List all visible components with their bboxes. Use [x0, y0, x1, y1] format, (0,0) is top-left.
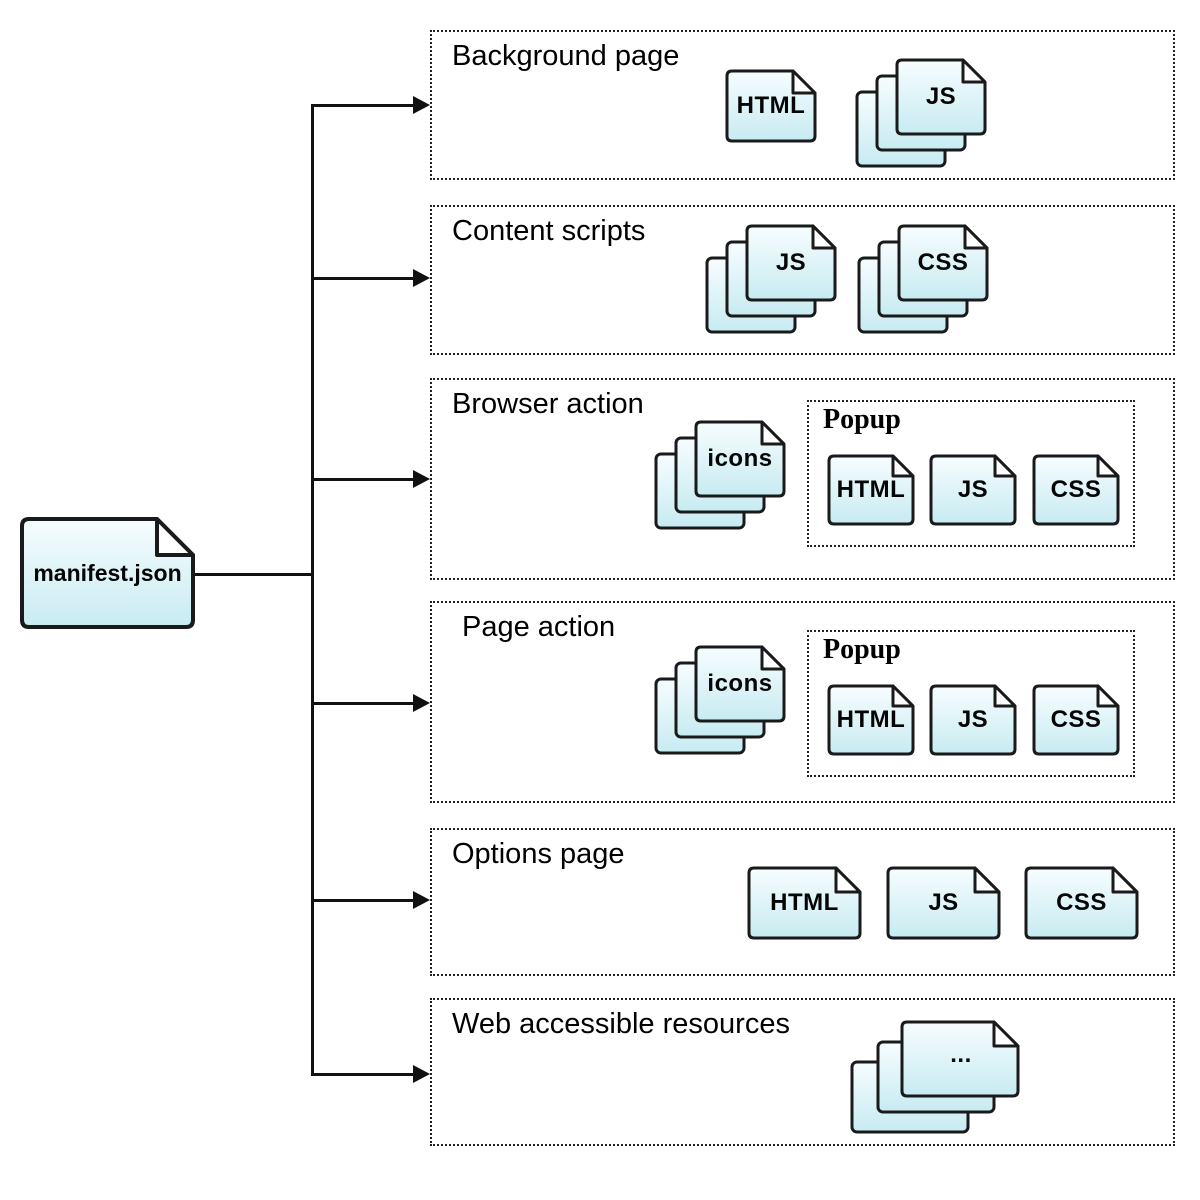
file-label: JS [928, 889, 959, 916]
stack-svg [850, 1020, 1020, 1134]
file-label: JS [775, 249, 807, 276]
branch-line-browser-action [311, 478, 415, 481]
js-file-icon: JS [929, 454, 1017, 526]
manifest-connector-line [195, 573, 313, 576]
section-title: Content scripts [452, 215, 646, 247]
page-svg [725, 69, 817, 143]
file-label: JS [957, 706, 989, 733]
html-file-icon: HTML [827, 684, 915, 756]
js-file-icon: JS [886, 866, 1001, 940]
branch-line-web-accessible [311, 1073, 415, 1076]
stack-svg [857, 224, 989, 334]
manifest-file-icon: manifest.json [20, 517, 195, 629]
manifest-label: manifest.json [33, 559, 182, 586]
section-box-options-page: Options page HTML JS CSS [430, 828, 1175, 976]
arrowhead-icon [413, 269, 430, 287]
branch-line-options [311, 899, 415, 902]
js-files-stack-icon: JS [705, 224, 837, 334]
file-label: HTML [836, 706, 906, 733]
section-title: Browser action [452, 388, 644, 420]
js-files-stack-icon: JS [855, 58, 987, 168]
file-label: HTML [770, 889, 839, 916]
page-svg [827, 684, 915, 756]
popup-box: Popup HTML JS CSS [807, 630, 1135, 777]
page-svg [1032, 454, 1120, 526]
html-file-icon: HTML [827, 454, 915, 526]
section-title: Page action [462, 611, 616, 643]
page-svg [929, 454, 1017, 526]
file-label: CSS [917, 249, 969, 276]
html-file-icon: HTML [725, 69, 817, 143]
arrowhead-icon [413, 694, 430, 712]
file-label: icons [707, 445, 773, 472]
js-file-icon: JS [929, 684, 1017, 756]
page-svg [929, 684, 1017, 756]
section-box-web-accessible-resources: Web accessible resources ... [430, 998, 1175, 1146]
file-label: JS [957, 476, 989, 503]
icons-files-stack-icon: icons [654, 420, 786, 530]
stack-svg [855, 58, 987, 168]
arrowhead-icon [413, 891, 430, 909]
section-box-browser-action: Browser action icons Popup HTML JS [430, 378, 1175, 580]
page-svg [886, 866, 1001, 940]
page-svg [747, 866, 862, 940]
file-label: icons [707, 670, 773, 697]
stack-svg [654, 420, 786, 530]
css-file-icon: CSS [1032, 684, 1120, 756]
section-box-background-page: Background page HTML JS [430, 30, 1175, 180]
file-label: CSS [1050, 476, 1102, 503]
branch-line-content-scripts [311, 277, 415, 280]
section-box-content-scripts: Content scripts JS CSS [430, 205, 1175, 355]
arrowhead-icon [413, 1065, 430, 1083]
branch-line-page-action [311, 702, 415, 705]
css-file-icon: CSS [1032, 454, 1120, 526]
html-file-icon: HTML [747, 866, 862, 940]
section-title: Web accessible resources [452, 1008, 790, 1040]
tree-trunk-line [311, 104, 314, 1076]
popup-title: Popup [823, 404, 901, 435]
popup-title: Popup [823, 634, 901, 665]
icons-files-stack-icon: icons [654, 645, 786, 755]
page-svg [1024, 866, 1139, 940]
css-files-stack-icon: CSS [857, 224, 989, 334]
file-label: CSS [1050, 706, 1102, 733]
page-svg [827, 454, 915, 526]
file-label: HTML [736, 92, 806, 119]
section-box-page-action: Page action icons Popup HTML JS [430, 601, 1175, 803]
file-label: HTML [836, 476, 906, 503]
arrowhead-icon [413, 470, 430, 488]
section-title: Background page [452, 40, 680, 72]
resources-files-stack-icon: ... [850, 1020, 1022, 1136]
branch-line-background [311, 104, 415, 107]
page-svg [20, 517, 195, 629]
file-label: CSS [1056, 889, 1107, 916]
page-svg [1032, 684, 1120, 756]
stack-svg [705, 224, 837, 334]
file-label: JS [925, 83, 957, 110]
popup-box: Popup HTML JS CSS [807, 400, 1135, 547]
ellipsis-label: ... [950, 1041, 972, 1068]
stack-svg [654, 645, 786, 755]
arrowhead-icon [413, 96, 430, 114]
section-title: Options page [452, 838, 625, 870]
css-file-icon: CSS [1024, 866, 1139, 940]
